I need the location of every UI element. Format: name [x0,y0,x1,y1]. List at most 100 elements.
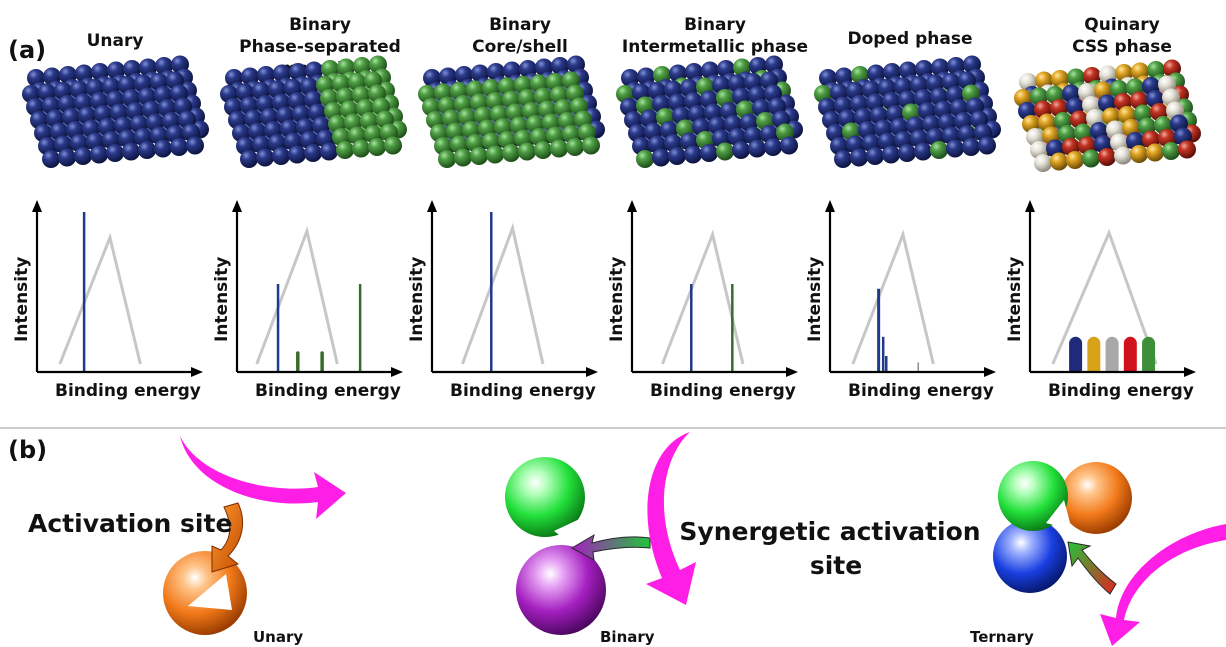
column-title-line1: Unary [86,31,144,51]
atom [636,150,654,168]
column-title-line1: Doped phase [847,29,973,49]
atom [834,150,852,168]
atom [978,136,996,155]
column-title-line2: Core/shell [472,37,568,57]
element-peak [1105,336,1119,372]
atom [138,141,156,159]
element-peak [296,351,300,372]
binary-label: Binary [600,628,655,646]
atom [716,142,734,161]
panel-a-label: (a) [8,36,47,64]
atom [154,139,172,158]
atom [1178,140,1196,159]
synergetic-arrow [1067,541,1117,595]
column-title-line1: Binary [684,15,746,35]
x-axis-label: Binding energy [848,381,994,401]
column-title-line1: Binary [289,15,351,35]
atom [320,142,338,161]
atom [898,144,916,162]
x-axis-arrowhead [1184,367,1196,377]
atom [1146,143,1164,162]
y-axis-arrowhead [1025,200,1035,212]
atom [288,145,306,164]
atom [550,139,568,158]
atom [850,148,868,167]
y-axis-label: Intensity [805,257,825,342]
element-peak [1069,336,1083,372]
element-peak [1142,336,1156,372]
atom [652,148,670,167]
x-axis-label: Binding energy [450,381,596,401]
synergetic-label-line2: site [810,551,862,580]
reference-peak-envelope [661,229,745,365]
atom [780,136,798,155]
atom [1162,142,1180,160]
atom [122,142,140,161]
y-axis-label: Intensity [12,257,32,342]
atom [732,141,750,159]
incoming-molecule-arrow [646,432,696,605]
atom [764,138,782,156]
atom [866,147,884,165]
x-axis-arrowhead [191,367,203,377]
column-title-quinary: Quinary CSS phase [1022,14,1222,58]
ternary-orange-sphere [1060,462,1132,534]
atom [582,136,600,155]
atom [170,138,188,156]
unary-label: Unary [253,628,303,646]
atom [914,142,932,161]
atom [518,142,536,161]
atom [684,145,702,164]
column-title-doped: Doped phase [810,28,1010,50]
ternary-green-sphere [998,461,1068,531]
x-axis-label: Binding energy [55,381,201,401]
atom [90,145,108,164]
column-title-line1: Binary [489,15,551,35]
synergetic-arrow [570,533,651,561]
spectrum-plot: Binding energy Intensity [12,200,203,401]
reference-peak-envelope [58,232,142,365]
atom [1082,149,1100,168]
unary-activation-diagram: Activation site Unary [28,436,346,646]
x-axis-arrowhead [586,367,598,377]
atom [946,139,964,158]
reference-peak-envelope [851,229,935,365]
atom [668,147,686,165]
atom [106,144,124,162]
x-axis-label: Binding energy [650,381,796,401]
y-axis-label: Intensity [407,257,427,342]
incoming-molecule-arrow [180,436,346,519]
element-peak [1087,336,1101,372]
y-axis-label: Intensity [607,257,627,342]
column-title-unary: Unary [15,30,215,52]
reference-peak-envelope [255,226,339,365]
atom [256,148,274,167]
x-axis-arrowhead [984,367,996,377]
atom [1130,145,1148,163]
activation-site-label: Activation site [28,509,232,538]
vacancy-wedge [554,516,586,547]
atom [882,145,900,164]
column-title-line2: Intermetallic phase [621,37,809,57]
atom-cluster [220,55,407,168]
atom [42,150,60,168]
reference-peak-envelope [460,222,545,365]
atom-cluster [1014,59,1201,172]
y-axis-arrowhead [32,200,42,212]
atom [700,144,718,162]
incoming-molecule-arrow [1100,524,1226,646]
atom-cluster [22,55,209,168]
y-axis-arrowhead [232,200,242,212]
y-axis-arrowhead [825,200,835,212]
binary-purple-sphere [516,545,606,635]
binary-green-sphere [505,457,585,537]
atom [352,139,370,158]
x-axis-arrowhead [391,367,403,377]
vacancy-wedge [1046,500,1072,530]
nanoparticle-clusters [22,55,1201,172]
column-title-intermetallic: Binary Intermetallic phase [615,14,815,58]
x-axis-label: Binding energy [1048,381,1194,401]
vacancy-wedge [188,574,232,610]
